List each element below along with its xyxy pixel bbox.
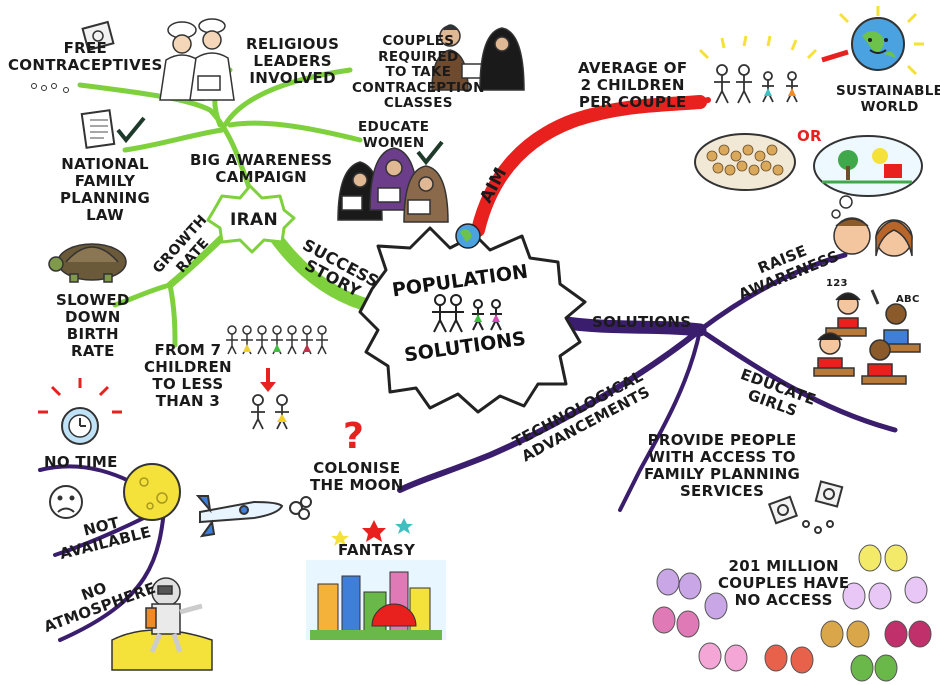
astronaut-icon (111, 577, 213, 671)
big-awareness-campaign-label: BIG AWARENESS CAMPAIGN (190, 151, 333, 186)
seven-to-three-label: FROM 7 CHILDREN TO LESS THAN 3 (144, 341, 232, 410)
contraceptive-packets-icon (767, 480, 844, 534)
family-of-four-icon (714, 64, 798, 104)
technology-branch (397, 327, 703, 493)
sad-face-icon (49, 485, 83, 519)
no-atmosphere-branch (58, 498, 167, 642)
rocket-icon (195, 495, 312, 538)
free-contraceptives-label: FREE CONTRACEPTIVES (8, 39, 163, 74)
contraception-classes-label: COUPLES REQUIRED TO TAKE CONTRACEPTION C… (352, 33, 485, 111)
sustainable-world-label: SUSTAINABLE WORLD (836, 83, 940, 115)
turtle-icon (48, 243, 127, 283)
fantasy-label: FANTASY (338, 541, 416, 559)
clock-icon (38, 378, 122, 445)
moon-icon (123, 463, 181, 521)
crowded-world-bubble (694, 133, 796, 191)
educated-women-icon (337, 140, 449, 223)
blackboard-abc: ABC (896, 294, 920, 305)
sustainable-world-icon (821, 6, 924, 76)
sparkle-lines (698, 35, 818, 60)
fantasy-city-icon (306, 518, 446, 640)
provide-branch (618, 328, 702, 512)
provide-access-label: PROVIDE PEOPLE WITH ACCESS TO FAMILY PLA… (644, 431, 801, 500)
no-time-label: NO TIME (44, 453, 118, 471)
slowed-birth-rate-label: SLOWED DOWN BIRTH RATE (56, 291, 130, 360)
iran-label: IRAN (230, 210, 278, 230)
average-two-children-label: AVERAGE OF 2 CHILDREN PER COUPLE (578, 59, 688, 111)
no-access-label: 201 MILLION COUPLES HAVE NO ACCESS (718, 557, 850, 609)
solutions-branch (553, 315, 707, 337)
two-children-icon (251, 394, 289, 430)
educate-girls-branch (697, 327, 898, 433)
thinking-people-icon (833, 217, 913, 257)
raise-awareness-branch (697, 252, 848, 333)
contraceptive-icon (31, 20, 115, 93)
question-mark: ? (343, 416, 364, 457)
iran-badge (206, 184, 296, 254)
center-starburst (358, 226, 587, 414)
couple-class-icon (431, 24, 525, 91)
couples-faces-icon (652, 544, 932, 682)
aim-branch (471, 95, 707, 237)
religious-leaders-label: RELIGIOUS LEADERS INVOLVED (246, 35, 340, 87)
national-law-label: NATIONAL FAMILY PLANNING LAW (60, 155, 151, 224)
religious-leaders-icon (159, 18, 235, 101)
colonise-moon-label: COLONISE THE MOON (310, 459, 404, 494)
blackboard-123: 123 (826, 278, 848, 289)
law-document-icon (80, 109, 146, 149)
or-label: OR (797, 127, 822, 145)
green-world-bubble (813, 135, 923, 197)
educate-women-label: EDUCATE WOMEN (358, 119, 430, 151)
seven-children-icon (226, 325, 328, 355)
classroom-icon (813, 289, 921, 385)
solutions-label: SOLUTIONS (592, 313, 692, 331)
